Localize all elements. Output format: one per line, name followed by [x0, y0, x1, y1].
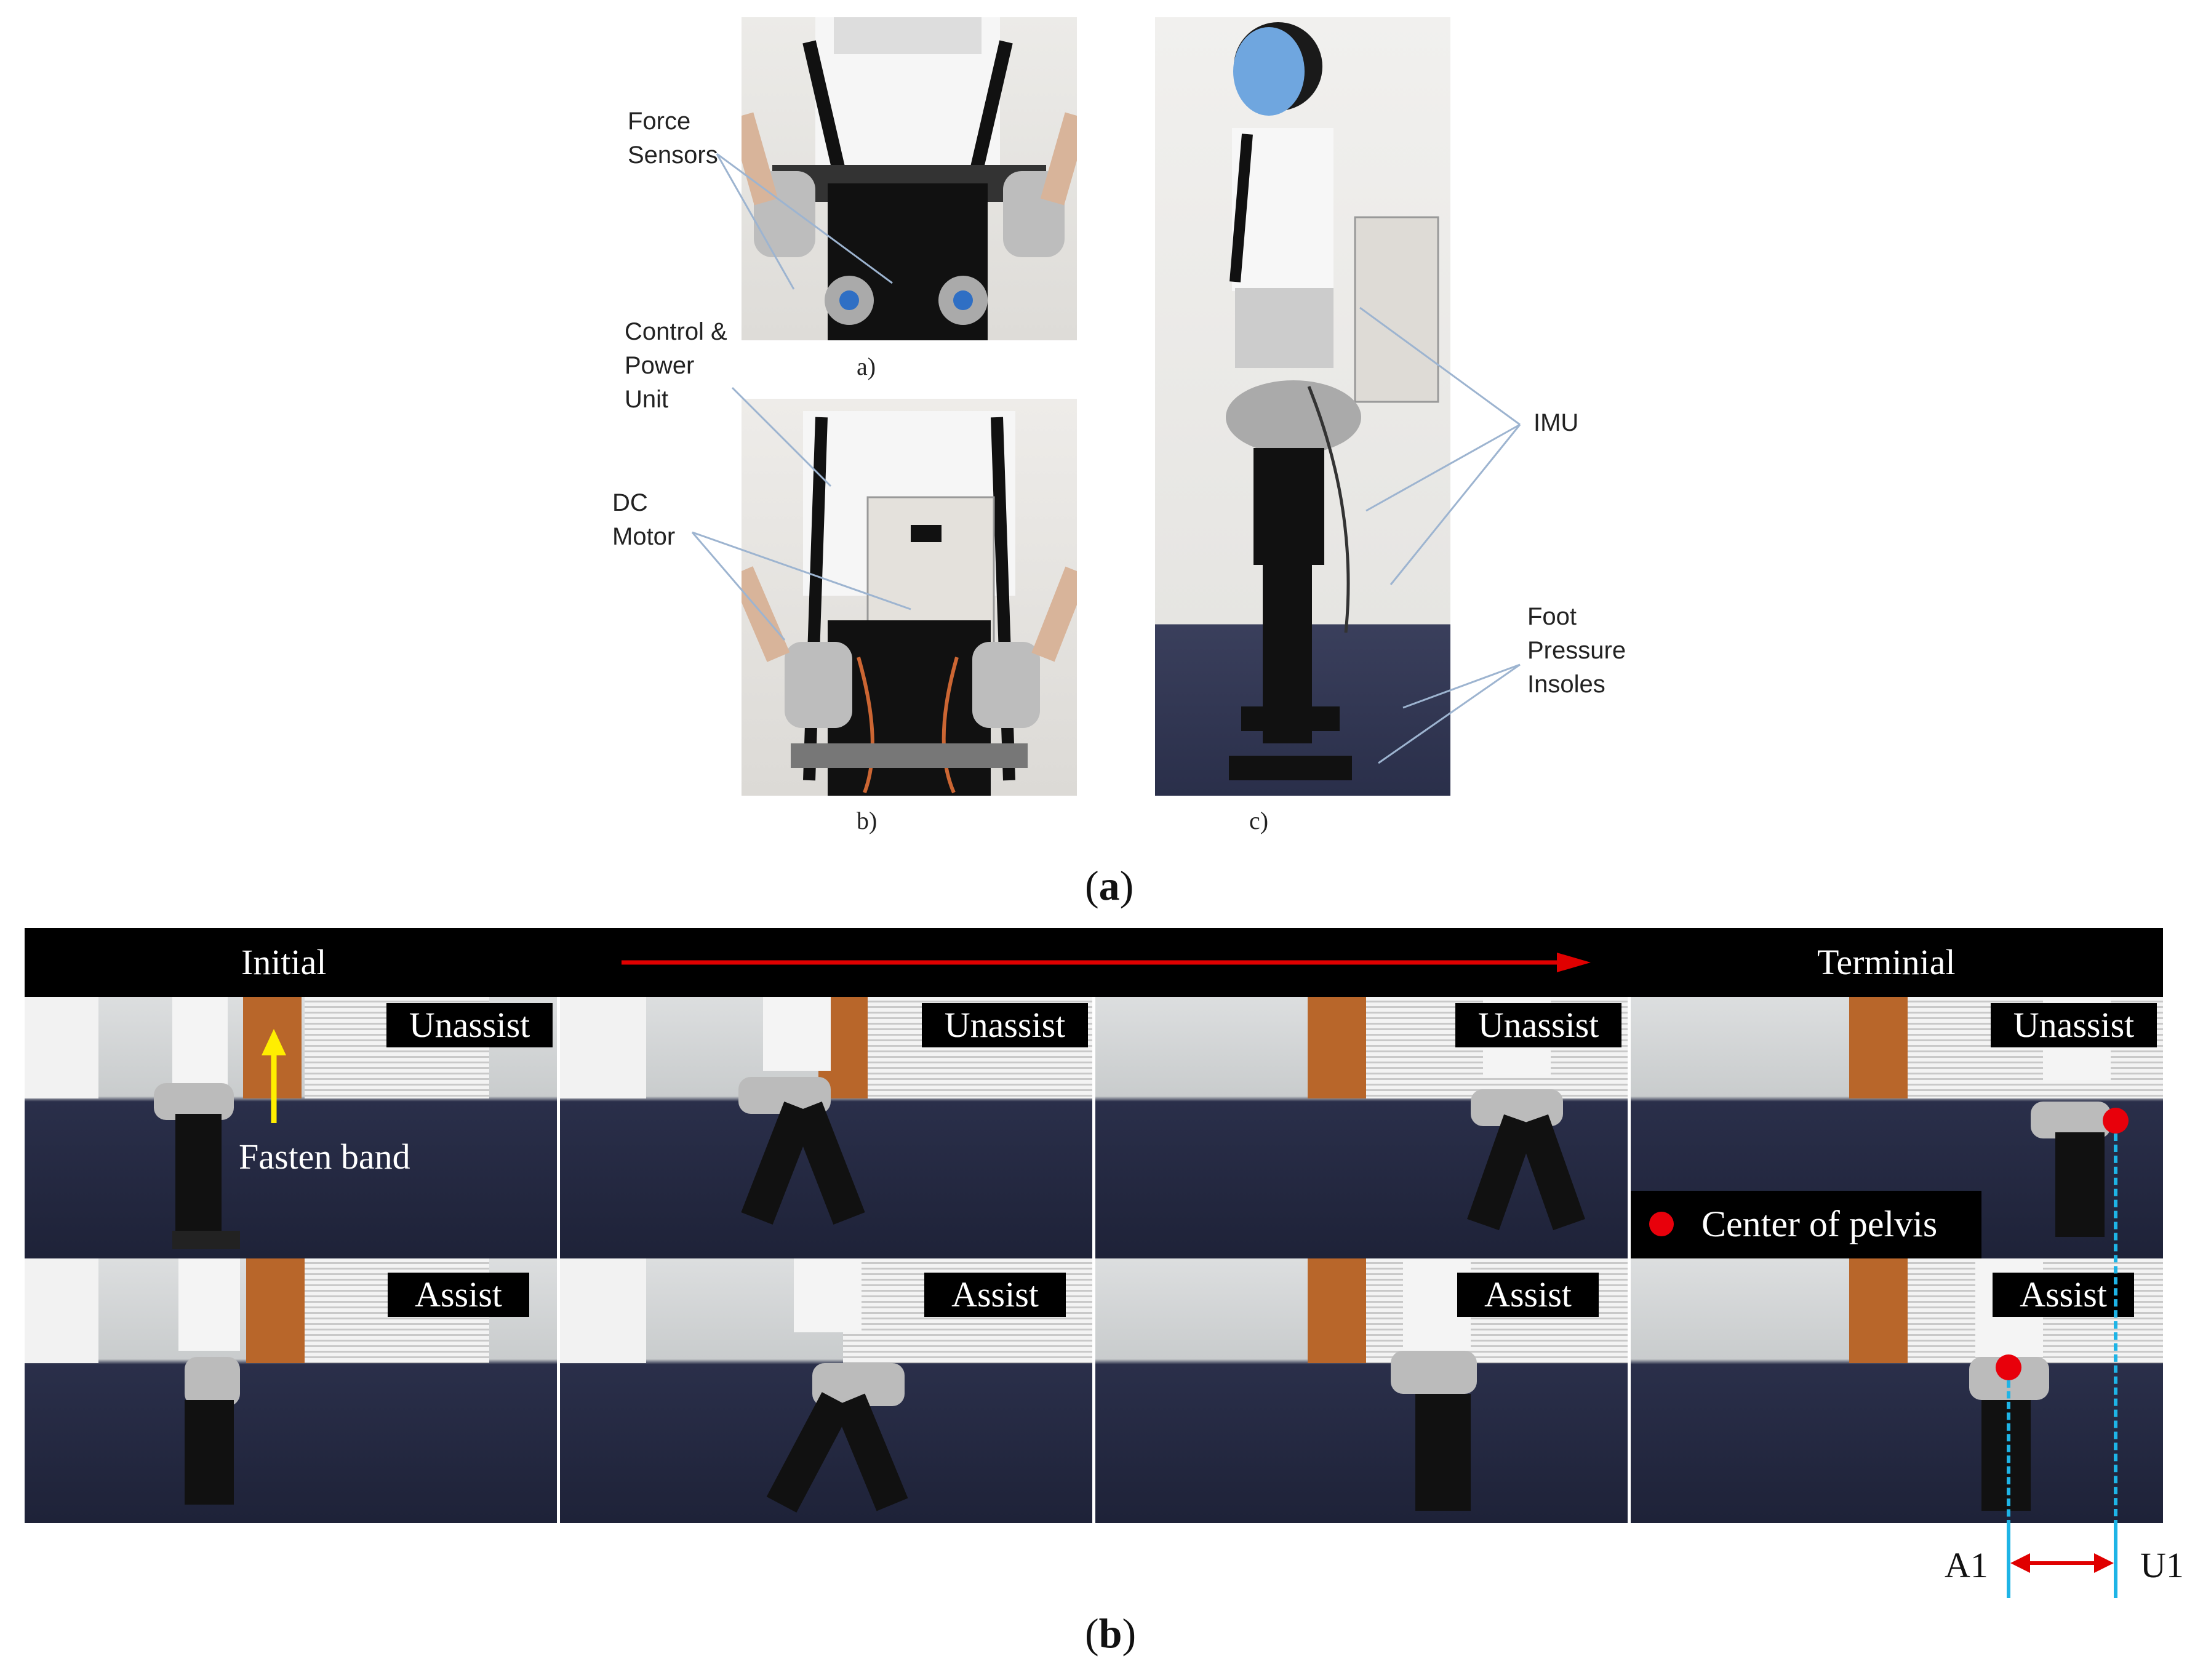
distance-double-arrow-icon: [2010, 1553, 2114, 1573]
subcaption-b: b): [857, 807, 878, 834]
caption-b: (b): [1085, 1610, 1137, 1657]
tag-unassist-4: Unassist: [1991, 1003, 2157, 1047]
tag-assist-2: Assist: [924, 1273, 1066, 1317]
label-fasten-band: Fasten band: [239, 1137, 410, 1177]
subcaption-c: c): [1249, 807, 1269, 834]
annotation-leaders: [691, 153, 1521, 764]
tag-assist-4: Assist: [1993, 1273, 2134, 1317]
header-terminal: Terminial: [1817, 942, 1956, 982]
header-initial: Initial: [241, 942, 327, 982]
tag-unassist-2: Unassist: [922, 1003, 1088, 1047]
tag-assist-3: Assist: [1457, 1273, 1599, 1317]
tag-unassist-1: Unassist: [386, 1003, 553, 1047]
subcaption-a: a): [857, 353, 876, 380]
label-foot-pressure-insoles: Foot Pressure Insoles: [1527, 603, 1626, 698]
legend-text: Center of pelvis: [1701, 1204, 1938, 1244]
tag-unassist-3: Unassist: [1455, 1003, 1621, 1047]
frame-unassist-2: [560, 997, 1092, 1258]
guide-line-u1: [2114, 1134, 2117, 1527]
legend-dot-icon: [1649, 1212, 1674, 1236]
label-control-power-unit: Control & Power Unit: [625, 318, 727, 413]
pelvis-dot-assist: [1996, 1354, 2021, 1380]
photo-front-view: [742, 17, 1077, 340]
tag-assist-1: Assist: [388, 1273, 529, 1317]
marker-label-a1: A1: [1945, 1545, 1988, 1585]
arrow-up-icon: [262, 1029, 286, 1123]
pelvis-dot-unassist: [2103, 1108, 2129, 1134]
label-force-sensors: Force Sensors: [628, 108, 718, 169]
marker-label-u1: U1: [2140, 1545, 2184, 1585]
label-dc-motor: DC Motor: [612, 489, 676, 550]
legend-center-of-pelvis: Center of pelvis: [1631, 1191, 1981, 1258]
caption-a: (a): [1085, 862, 1134, 909]
sequence-header: Initial Terminial: [25, 928, 2163, 997]
marker-line-a1: [2007, 1527, 2010, 1598]
frame-unassist-1: [25, 997, 557, 1258]
label-imu: IMU: [1533, 409, 1579, 436]
progress-arrow-icon: [622, 953, 1591, 972]
photo-back-view: [742, 399, 1077, 796]
marker-line-u1: [2114, 1527, 2117, 1598]
photo-side-view: [1155, 17, 1450, 796]
guide-line-a1: [2007, 1380, 2010, 1527]
